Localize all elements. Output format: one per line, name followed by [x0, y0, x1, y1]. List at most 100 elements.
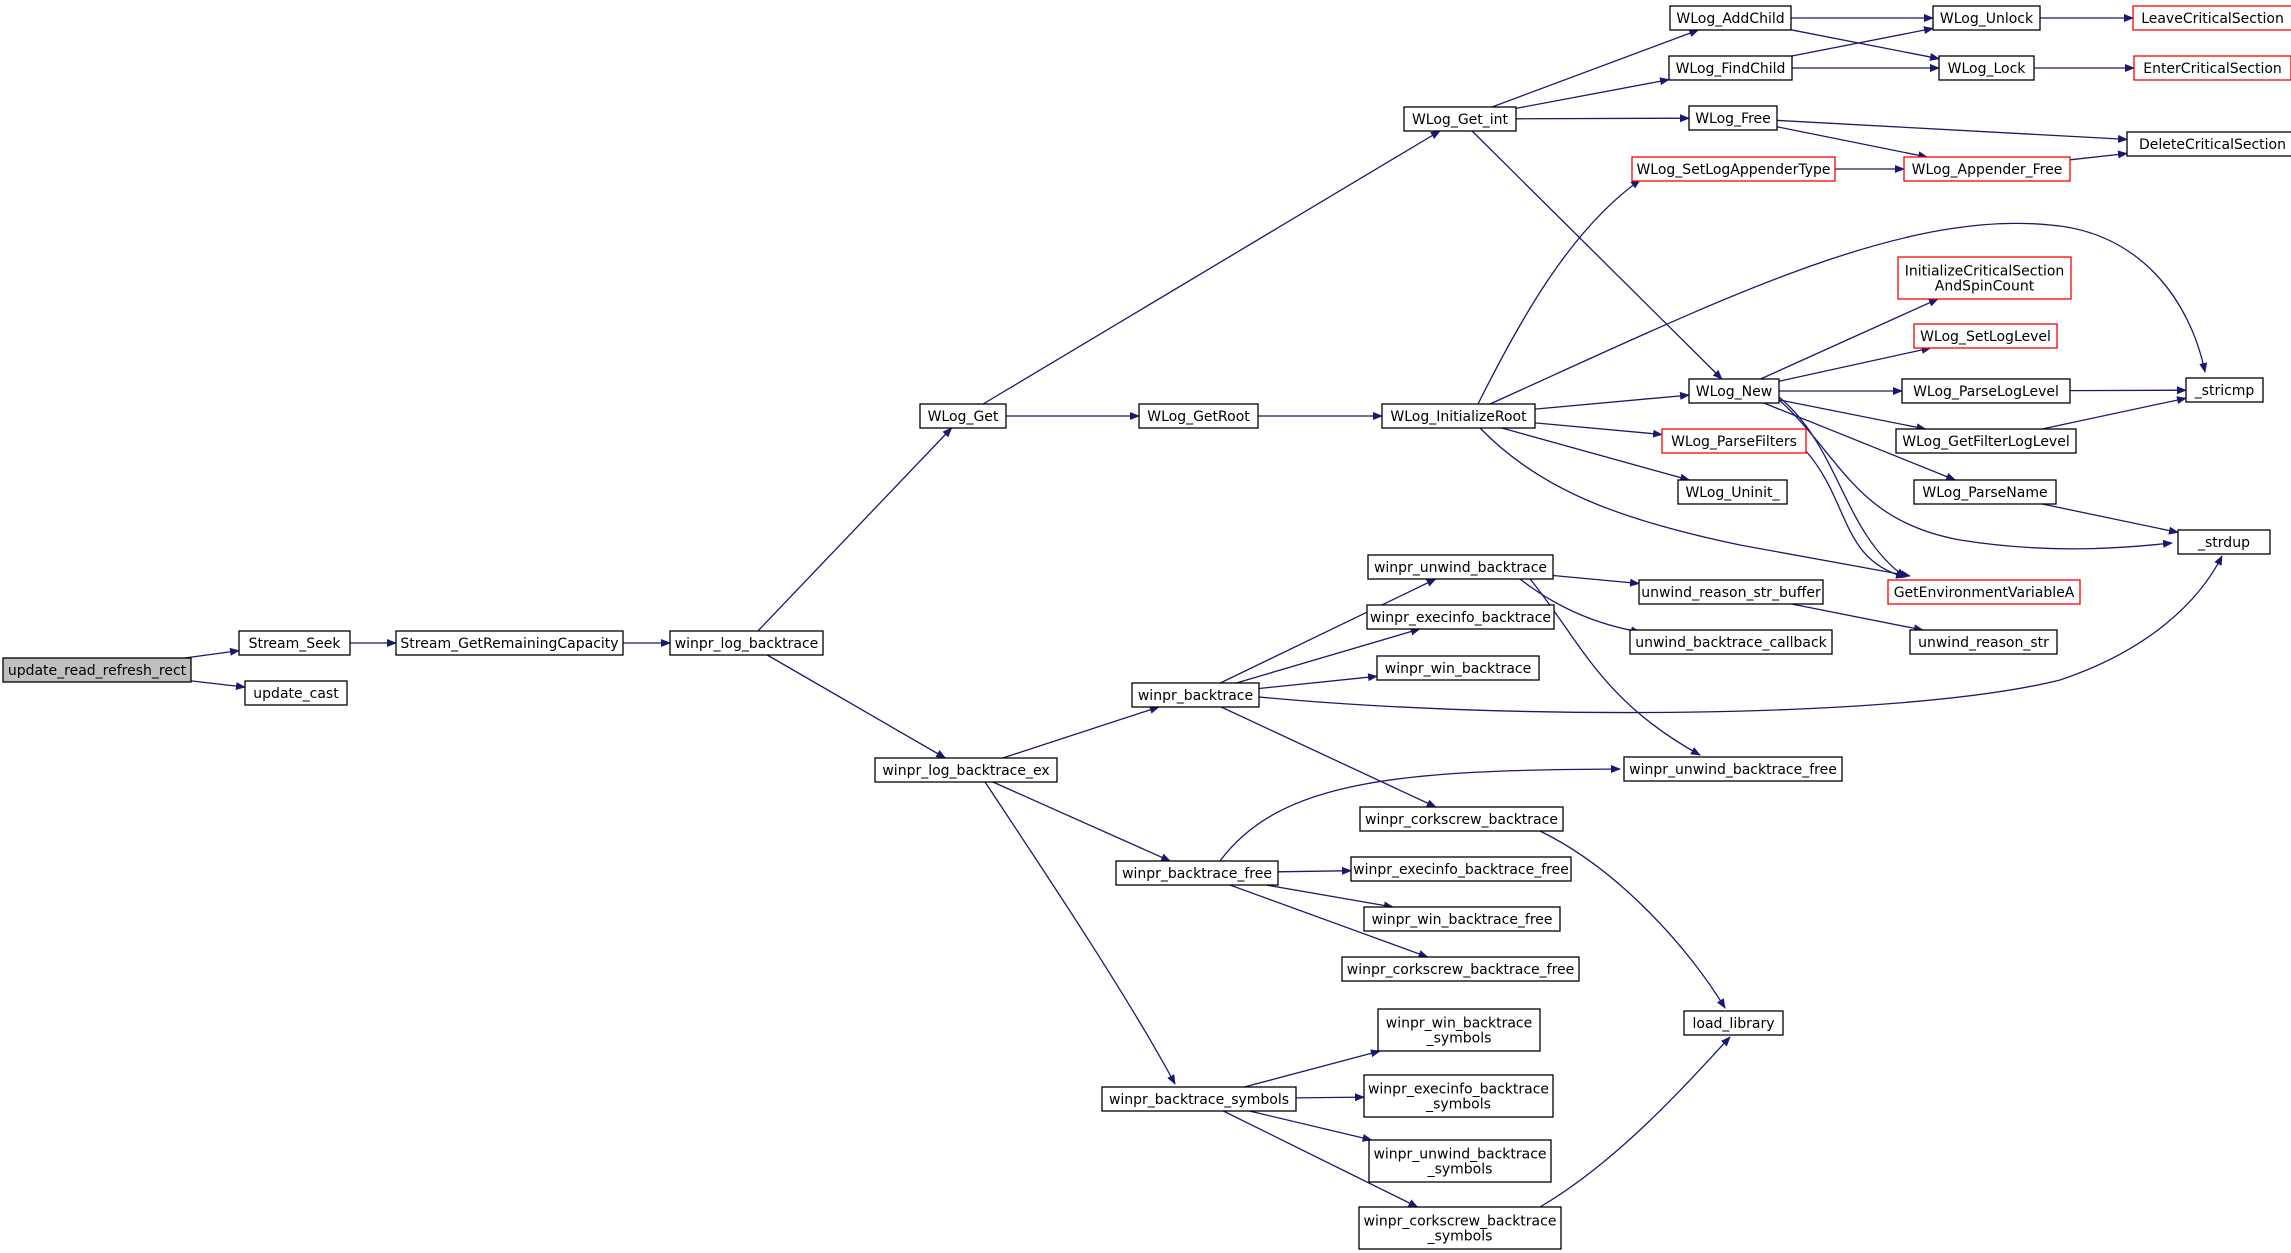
node-box-winpr_execinfo_backtrace_symbols[interactable]: [1363, 1074, 1554, 1118]
node-WLog_AddChild[interactable]: WLog_AddChild: [1669, 5, 1792, 31]
node-winpr_corkscrew_backtrace_symbols[interactable]: winpr_corkscrew_backtrace_symbols: [1358, 1206, 1562, 1250]
node-winpr_corkscrew_backtrace_free[interactable]: winpr_corkscrew_backtrace_free: [1341, 956, 1580, 982]
node-box-winpr_unwind_backtrace[interactable]: [1367, 554, 1554, 580]
node-box-winpr_win_backtrace_free[interactable]: [1363, 906, 1561, 932]
node-box-WLog_Get[interactable]: [919, 403, 1007, 429]
node-box-unwind_reason_str_buffer[interactable]: [1638, 579, 1824, 605]
node-winpr_win_backtrace_free[interactable]: winpr_win_backtrace_free: [1363, 906, 1561, 932]
node-EnterCriticalSection[interactable]: EnterCriticalSection: [2133, 55, 2291, 81]
node-winpr_log_backtrace_ex[interactable]: winpr_log_backtrace_ex: [874, 757, 1058, 783]
node-box-EnterCriticalSection[interactable]: [2133, 55, 2291, 81]
node-box-WLog_Free[interactable]: [1688, 105, 1778, 131]
node-winpr_unwind_backtrace_symbols[interactable]: winpr_unwind_backtrace_symbols: [1368, 1139, 1552, 1183]
node-winpr_corkscrew_backtrace[interactable]: winpr_corkscrew_backtrace: [1359, 806, 1564, 832]
node-box-_strdup[interactable]: [2177, 529, 2271, 555]
node-update_cast[interactable]: update_cast: [244, 680, 348, 706]
node-winpr_win_backtrace_symbols[interactable]: winpr_win_backtrace_symbols: [1377, 1008, 1541, 1052]
node-box-WLog_Appender_Free[interactable]: [1903, 156, 2071, 182]
node-WLog_Lock[interactable]: WLog_Lock: [1938, 55, 2035, 81]
node-box-WLog_InitializeRoot[interactable]: [1381, 403, 1536, 429]
node-GetEnvironmentVariableA[interactable]: GetEnvironmentVariableA: [1887, 579, 2081, 605]
node-DeleteCriticalSection[interactable]: DeleteCriticalSection: [2126, 131, 2291, 157]
node-WLog_GetRoot[interactable]: WLog_GetRoot: [1138, 403, 1259, 429]
node-winpr_log_backtrace[interactable]: winpr_log_backtrace: [669, 630, 824, 656]
node-box-WLog_SetLogAppenderType[interactable]: [1631, 156, 1836, 182]
node-box-winpr_execinfo_backtrace_free[interactable]: [1350, 856, 1572, 882]
node-box-WLog_GetFilterLogLevel[interactable]: [1895, 428, 2077, 454]
node-WLog_ParseName[interactable]: WLog_ParseName: [1913, 479, 2057, 505]
node-box-winpr_corkscrew_backtrace_free[interactable]: [1341, 956, 1580, 982]
node-WLog_New[interactable]: WLog_New: [1688, 378, 1780, 404]
node-WLog_Get[interactable]: WLog_Get: [919, 403, 1007, 429]
node-WLog_Appender_Free[interactable]: WLog_Appender_Free: [1903, 156, 2071, 182]
node-WLog_ParseLogLevel[interactable]: WLog_ParseLogLevel: [1901, 378, 2071, 404]
node-box-winpr_backtrace_symbols[interactable]: [1101, 1086, 1297, 1112]
node-winpr_backtrace[interactable]: winpr_backtrace: [1131, 682, 1260, 708]
node-winpr_backtrace_symbols[interactable]: winpr_backtrace_symbols: [1101, 1086, 1297, 1112]
node-_strdup[interactable]: _strdup: [2177, 529, 2271, 555]
node-box-WLog_SetLogLevel[interactable]: [1913, 323, 2058, 349]
node-box-update_cast[interactable]: [244, 680, 348, 706]
node-box-WLog_FindChild[interactable]: [1668, 55, 1793, 81]
node-unwind_backtrace_callback[interactable]: unwind_backtrace_callback: [1629, 629, 1833, 655]
node-box-WLog_Lock[interactable]: [1938, 55, 2035, 81]
node-box-WLog_ParseFilters[interactable]: [1661, 428, 1807, 454]
node-winpr_execinfo_backtrace_free[interactable]: winpr_execinfo_backtrace_free: [1350, 856, 1572, 882]
node-box-WLog_AddChild[interactable]: [1669, 5, 1792, 31]
node-box-load_library[interactable]: [1683, 1010, 1784, 1036]
node-winpr_unwind_backtrace[interactable]: winpr_unwind_backtrace: [1367, 554, 1554, 580]
node-load_library[interactable]: load_library: [1683, 1010, 1784, 1036]
node-box-Stream_Seek[interactable]: [238, 630, 351, 656]
node-WLog_FindChild[interactable]: WLog_FindChild: [1668, 55, 1793, 81]
node-box-winpr_unwind_backtrace_free[interactable]: [1623, 756, 1843, 782]
node-update_read_refresh_rect[interactable]: update_read_refresh_rect: [2, 657, 192, 683]
node-LeaveCriticalSection[interactable]: LeaveCriticalSection: [2132, 5, 2291, 31]
node-WLog_Uninit_[interactable]: WLog_Uninit_: [1677, 479, 1788, 505]
node-box-LeaveCriticalSection[interactable]: [2132, 5, 2291, 31]
node-box-winpr_win_backtrace_symbols[interactable]: [1377, 1008, 1541, 1052]
node-WLog_Get_int[interactable]: WLog_Get_int: [1403, 106, 1517, 132]
node-box-WLog_ParseName[interactable]: [1913, 479, 2057, 505]
node-_stricmp[interactable]: _stricmp: [2185, 377, 2264, 403]
node-box-InitializeCriticalSectionAndSpinCount[interactable]: [1897, 256, 2072, 300]
node-winpr_unwind_backtrace_free[interactable]: winpr_unwind_backtrace_free: [1623, 756, 1843, 782]
node-box-winpr_backtrace[interactable]: [1131, 682, 1260, 708]
node-WLog_SetLogLevel[interactable]: WLog_SetLogLevel: [1913, 323, 2058, 349]
node-box-winpr_execinfo_backtrace[interactable]: [1366, 604, 1555, 630]
node-box-WLog_ParseLogLevel[interactable]: [1901, 378, 2071, 404]
node-winpr_execinfo_backtrace_symbols[interactable]: winpr_execinfo_backtrace_symbols: [1363, 1074, 1554, 1118]
node-Stream_Seek[interactable]: Stream_Seek: [238, 630, 351, 656]
node-box-WLog_GetRoot[interactable]: [1138, 403, 1259, 429]
node-WLog_Free[interactable]: WLog_Free: [1688, 105, 1778, 131]
node-box-winpr_corkscrew_backtrace[interactable]: [1359, 806, 1564, 832]
node-winpr_win_backtrace[interactable]: winpr_win_backtrace: [1376, 655, 1540, 681]
node-box-update_read_refresh_rect[interactable]: [2, 657, 192, 683]
node-WLog_ParseFilters[interactable]: WLog_ParseFilters: [1661, 428, 1807, 454]
node-WLog_Unlock[interactable]: WLog_Unlock: [1932, 5, 2041, 31]
node-box-WLog_Unlock[interactable]: [1932, 5, 2041, 31]
node-box-unwind_reason_str[interactable]: [1909, 629, 2058, 655]
node-WLog_SetLogAppenderType[interactable]: WLog_SetLogAppenderType: [1631, 156, 1836, 182]
node-box-winpr_unwind_backtrace_symbols[interactable]: [1368, 1139, 1552, 1183]
node-unwind_reason_str[interactable]: unwind_reason_str: [1909, 629, 2058, 655]
node-unwind_reason_str_buffer[interactable]: unwind_reason_str_buffer: [1638, 579, 1824, 605]
node-box-_stricmp[interactable]: [2185, 377, 2264, 403]
node-box-WLog_Get_int[interactable]: [1403, 106, 1517, 132]
node-box-GetEnvironmentVariableA[interactable]: [1887, 579, 2081, 605]
node-Stream_GetRemainingCapacity[interactable]: Stream_GetRemainingCapacity: [395, 630, 624, 656]
node-box-Stream_GetRemainingCapacity[interactable]: [395, 630, 624, 656]
node-box-winpr_backtrace_free[interactable]: [1115, 860, 1279, 886]
node-WLog_InitializeRoot[interactable]: WLog_InitializeRoot: [1381, 403, 1536, 429]
node-WLog_GetFilterLogLevel[interactable]: WLog_GetFilterLogLevel: [1895, 428, 2077, 454]
node-winpr_execinfo_backtrace[interactable]: winpr_execinfo_backtrace: [1366, 604, 1555, 630]
node-box-WLog_New[interactable]: [1688, 378, 1780, 404]
node-box-winpr_win_backtrace[interactable]: [1376, 655, 1540, 681]
node-box-DeleteCriticalSection[interactable]: [2126, 131, 2291, 157]
node-box-WLog_Uninit_[interactable]: [1677, 479, 1788, 505]
node-box-winpr_corkscrew_backtrace_symbols[interactable]: [1358, 1206, 1562, 1250]
node-box-winpr_log_backtrace[interactable]: [669, 630, 824, 656]
node-box-winpr_log_backtrace_ex[interactable]: [874, 757, 1058, 783]
node-box-unwind_backtrace_callback[interactable]: [1629, 629, 1833, 655]
node-winpr_backtrace_free[interactable]: winpr_backtrace_free: [1115, 860, 1279, 886]
